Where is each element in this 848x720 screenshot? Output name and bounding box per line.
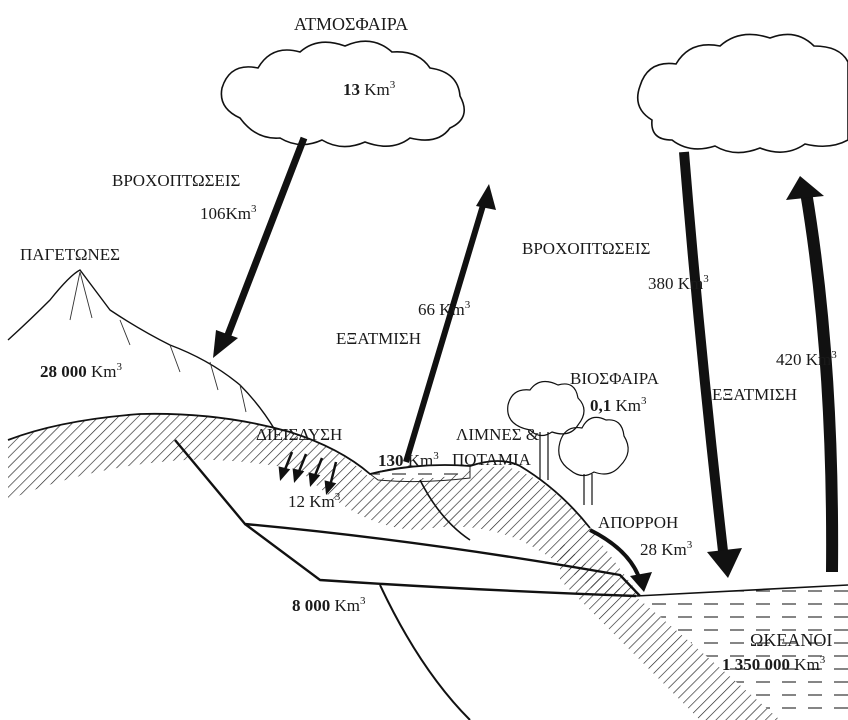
evaporation-right-label: ΕΞΑΤΜΙΣΗ [712, 386, 797, 403]
runoff-value: 28 Km3 [640, 540, 692, 558]
biosphere-value: 0,1 Km3 [590, 396, 647, 414]
glaciers-label: ΠΑΓΕΤΩΝΕΣ [20, 246, 120, 263]
infiltration-label: ΔΙΕΙΣΔΥΣΗ [256, 426, 342, 443]
oceans-value: 1 350 000 Km3 [722, 655, 825, 673]
precipitation-right-label: ΒΡΟΧΟΠΤΩΣΕΙΣ [522, 240, 650, 257]
evaporation-right-value: 420 Km3 [776, 350, 837, 368]
glaciers-value: 28 000 Km3 [40, 362, 122, 380]
oceans-label: ΩΚΕΑΝΟΙ [750, 631, 832, 649]
precipitation-left-label: ΒΡΟΧΟΠΤΩΣΕΙΣ [112, 172, 240, 189]
arrow-evaporation-left [406, 184, 496, 462]
stratum-line-3 [380, 585, 470, 720]
precipitation-right-value: 380 Km3 [648, 274, 709, 292]
infiltration-value: 12 Km3 [288, 492, 340, 510]
evaporation-left-label: ΕΞΑΤΜΙΣΗ [336, 330, 421, 347]
lakes-label-line1: ΛΙΜΝΕΣ & [456, 426, 539, 443]
evaporation-left-value: 66 Km3 [418, 300, 470, 318]
cloud-ocean [638, 34, 848, 152]
arrow-precipitation-right [684, 152, 742, 578]
lakes-label-line2: ΠΟΤΑΜΙΑ [452, 451, 531, 468]
biosphere-label: ΒΙΟΣΦΑΙΡΑ [570, 370, 659, 387]
tree-right [559, 417, 628, 505]
runoff-label: ΑΠΟΡΡΟΗ [598, 514, 678, 531]
atmosphere-value: 13 Km3 [343, 80, 395, 98]
atmosphere-label: ΑΤΜΟΣΦΑΙΡΑ [294, 15, 408, 33]
arrow-evaporation-right [786, 176, 832, 572]
lakes-value: 130 Km3 [378, 451, 439, 469]
precipitation-left-value: 106Km3 [200, 204, 257, 222]
glacier-mountain [8, 270, 275, 430]
groundwater-value: 8 000 Km3 [292, 596, 366, 614]
